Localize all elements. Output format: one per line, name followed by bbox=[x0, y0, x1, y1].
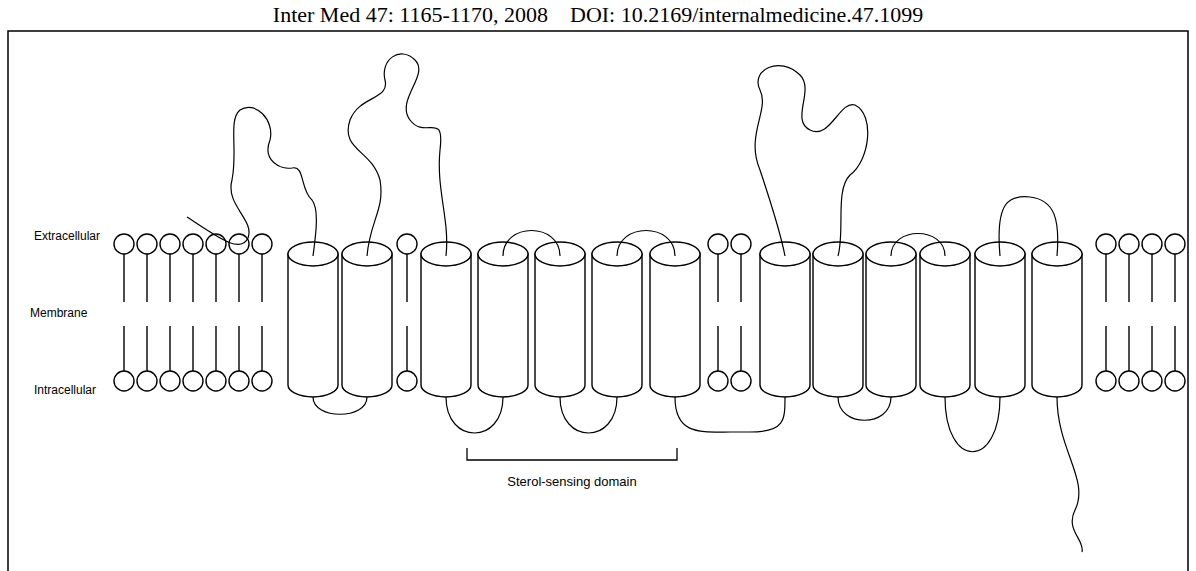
helix-body bbox=[288, 254, 338, 397]
lipid-tail bbox=[169, 326, 170, 371]
lipid-tail bbox=[192, 254, 193, 302]
region-label: Intracellular bbox=[34, 383, 96, 397]
lipid-tail bbox=[238, 254, 239, 302]
lipid-tail bbox=[1151, 254, 1152, 302]
extracellular-loop bbox=[999, 197, 1058, 256]
lipid-head bbox=[1165, 371, 1185, 391]
helix-body bbox=[813, 254, 863, 397]
lipid-tail bbox=[1174, 254, 1175, 302]
intracellular-loop bbox=[560, 397, 617, 433]
lipid-head bbox=[137, 371, 157, 391]
lipid-tail bbox=[261, 326, 262, 371]
transmembrane-helices bbox=[288, 242, 1082, 397]
lipid-tail bbox=[1151, 326, 1152, 371]
lipid-head bbox=[160, 371, 180, 391]
lipid-tail bbox=[1128, 254, 1129, 302]
lipid-head bbox=[731, 234, 751, 254]
helix-body bbox=[650, 254, 700, 397]
domain-label: Sterol-sensing domain bbox=[507, 474, 636, 489]
lipid-tail bbox=[123, 326, 124, 371]
lipid-head bbox=[206, 371, 226, 391]
lipid-head bbox=[183, 234, 203, 254]
intracellular-loop bbox=[313, 397, 367, 414]
helix-body bbox=[592, 254, 642, 397]
lipid-head bbox=[708, 234, 728, 254]
loop-chain bbox=[187, 54, 1082, 552]
figure-frame bbox=[8, 31, 1188, 571]
lipid-head bbox=[206, 234, 226, 254]
region-label: Membrane bbox=[30, 306, 87, 320]
lipid-tail bbox=[1174, 326, 1175, 371]
lipid-head bbox=[397, 371, 417, 391]
lipid-tail bbox=[406, 326, 407, 371]
lipid-tail bbox=[146, 326, 147, 371]
lipid-tail bbox=[215, 326, 216, 371]
lipid-head bbox=[731, 371, 751, 391]
lipid-head bbox=[1096, 234, 1116, 254]
intracellular-loop bbox=[675, 397, 785, 432]
citation-heading: Inter Med 47: 1165-1170, 2008 DOI: 10.21… bbox=[273, 2, 923, 28]
lipid-head bbox=[1142, 371, 1162, 391]
lipid-tail bbox=[123, 254, 124, 302]
lipid-head bbox=[114, 234, 134, 254]
lipid-head bbox=[114, 371, 134, 391]
lipid-tail bbox=[169, 254, 170, 302]
helix-body bbox=[760, 254, 810, 397]
lipid-head bbox=[1165, 234, 1185, 254]
domain-bracket bbox=[467, 448, 677, 460]
helix-body bbox=[421, 254, 471, 397]
n-terminus-loop bbox=[187, 107, 316, 256]
helix-body bbox=[920, 254, 970, 397]
lipid-tail bbox=[740, 326, 741, 371]
lipid-tail bbox=[146, 254, 147, 302]
intracellular-loop bbox=[838, 397, 891, 420]
helix-body bbox=[478, 254, 528, 397]
intracellular-loop bbox=[446, 397, 503, 433]
lipid-head bbox=[137, 234, 157, 254]
lipid-tail bbox=[406, 254, 407, 302]
lipid-head bbox=[1096, 371, 1116, 391]
lipid-tail bbox=[192, 326, 193, 371]
lipid-tail bbox=[1105, 326, 1106, 371]
lipid-tail bbox=[1128, 326, 1129, 371]
lipid-head bbox=[252, 234, 272, 254]
lipid-tail bbox=[261, 254, 262, 302]
intracellular-loop bbox=[945, 397, 1000, 452]
lipid-head bbox=[160, 234, 180, 254]
c-terminus-tail bbox=[1057, 397, 1082, 552]
lipid-head bbox=[229, 371, 249, 391]
helix-body bbox=[866, 254, 916, 397]
region-label: Extracellular bbox=[34, 229, 100, 243]
extracellular-loop bbox=[503, 231, 560, 257]
lipid-head bbox=[183, 371, 203, 391]
lipid-tail bbox=[717, 254, 718, 302]
extracellular-loop bbox=[891, 234, 945, 257]
helix-body bbox=[342, 254, 392, 397]
lipid-head bbox=[1142, 234, 1162, 254]
extracellular-loop bbox=[348, 54, 447, 256]
extracellular-loop bbox=[755, 66, 868, 256]
lipid-tail bbox=[717, 326, 718, 371]
helix-body bbox=[535, 254, 585, 397]
extracellular-loop bbox=[617, 231, 675, 257]
lipid-head bbox=[1119, 371, 1139, 391]
helix-body bbox=[975, 254, 1025, 397]
lipid-tail bbox=[740, 254, 741, 302]
lipid-head bbox=[1119, 234, 1139, 254]
lipid-head bbox=[708, 371, 728, 391]
lipid-tail bbox=[1105, 254, 1106, 302]
lipid-head bbox=[252, 371, 272, 391]
lipid-head bbox=[397, 234, 417, 254]
helix-body bbox=[1032, 254, 1082, 397]
lipid-tail bbox=[215, 254, 216, 302]
lipid-tail bbox=[238, 326, 239, 371]
